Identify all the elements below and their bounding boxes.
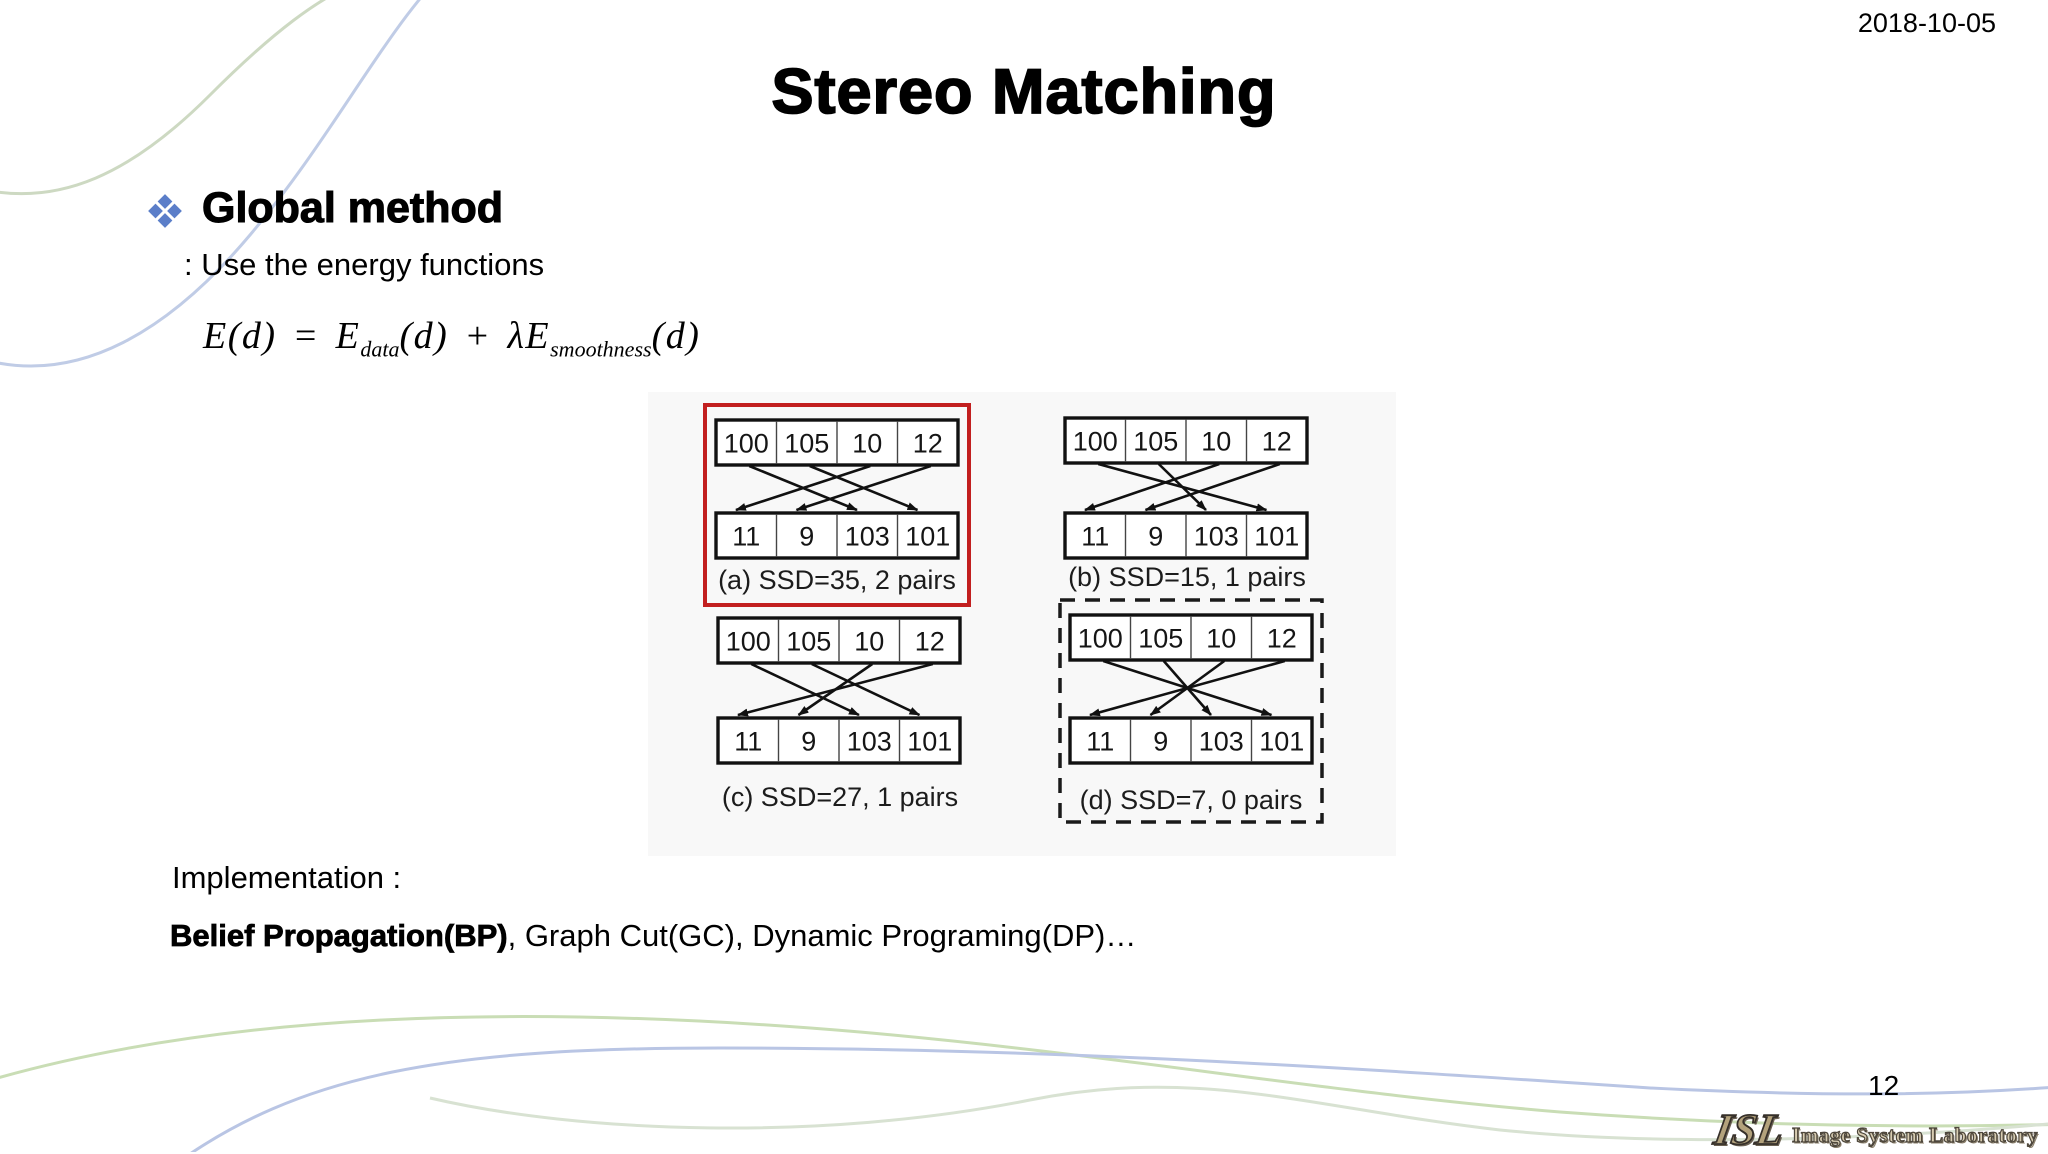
implementation-rest: , Graph Cut(GC), Dynamic Programing(DP)… — [507, 918, 1137, 953]
diagram-d-caption: (d) SSD=7, 0 pairs — [1079, 785, 1303, 815]
cell-value: 10 — [1206, 624, 1236, 654]
cell-value: 10 — [852, 429, 882, 459]
formula-subscript: data — [360, 336, 400, 362]
dashed-border — [1058, 598, 1324, 824]
match-arrow — [736, 662, 934, 717]
page-number: 12 — [1868, 1070, 1900, 1101]
cell-value: 10 — [1201, 427, 1231, 457]
wave-bottom-gray-green — [429, 1085, 2048, 1142]
diagram-a-highlighted: 100 105 10 12 11 9 103 101 (a) SSD=35, 2 pairs — [703, 403, 971, 607]
cell-value: 11 — [734, 727, 762, 757]
cell-value: 105 — [786, 627, 831, 657]
implementation-label: Implementation : — [172, 860, 402, 895]
cell-value: 100 — [1078, 624, 1123, 654]
formula-part: (d) + λE — [399, 315, 551, 357]
match-arrow — [750, 662, 860, 717]
match-arrow — [1157, 463, 1207, 511]
logo-abbr: ISL — [1709, 1104, 1788, 1154]
cell-value: 100 — [724, 429, 769, 459]
match-arrow — [735, 464, 871, 512]
wave-bottom-blue — [190, 1046, 2048, 1152]
formula-part: E(d) = E — [203, 315, 361, 357]
section-subheading: : Use the energy functions — [184, 247, 545, 282]
cell-value: 9 — [799, 522, 814, 552]
wave-top-green — [0, 0, 327, 196]
cell-value: 103 — [847, 727, 892, 757]
match-arrow — [1084, 462, 1220, 512]
diagram-b-caption: (b) SSD=15, 1 pairs — [1068, 562, 1306, 592]
global-method-line: Global method — [146, 183, 504, 233]
implementation-bold: Belief Propagation(BP) — [170, 918, 508, 954]
formula-subscript: smoothness — [550, 336, 652, 362]
match-arrow — [795, 464, 932, 512]
cell-value: 103 — [845, 522, 890, 552]
cell-value: 10 — [854, 627, 884, 657]
cell-value: 103 — [1194, 522, 1239, 552]
cell-value: 105 — [784, 429, 829, 459]
diagram-c: 100 105 10 12 11 9 103 101 (c) SSD=27, 1 pairs — [706, 601, 974, 816]
formula-part: (d) — [651, 315, 701, 357]
cell-value: 9 — [801, 727, 816, 757]
diagram-c-caption: (c) SSD=27, 1 pairs — [721, 782, 959, 812]
implementation-detail: Belief Propagation(BP), Graph Cut(GC), D… — [170, 918, 1137, 954]
match-arrow — [811, 662, 921, 717]
section-heading: Global method — [201, 183, 503, 232]
diagram-b: 100 105 10 12 11 9 103 101 (b) SSD=15, 1 pairs — [1053, 403, 1321, 607]
diagram-d-dashed: 100 105 10 12 11 9 103 101 (d) SSD=7, 0 pairs — [1058, 598, 1324, 824]
cell-value: 101 — [1259, 727, 1304, 757]
cell-value: 105 — [1133, 427, 1178, 457]
diagram-a-graphic: 100 105 10 12 11 9 103 101 — [714, 418, 960, 560]
match-arrow — [1089, 659, 1286, 717]
cell-value: 11 — [732, 522, 760, 552]
diagram-d-graphic: 100 105 10 12 11 9 103 101 — [1058, 598, 1324, 824]
match-arrow — [1144, 462, 1281, 512]
cell-value: 12 — [915, 627, 945, 657]
diagram-b-graphic: 100 105 10 12 11 9 103 101 — [1063, 416, 1309, 560]
cell-value: 12 — [1262, 427, 1292, 457]
cell-value: 101 — [1254, 522, 1299, 552]
wave-top-blue — [0, 0, 421, 368]
cell-value: 12 — [913, 429, 943, 459]
diagram-c-graphic: 100 105 10 12 11 9 103 101 — [716, 616, 962, 765]
diamond-bullet-icon — [148, 193, 182, 228]
cell-value: 11 — [1086, 727, 1114, 757]
cell-value: 11 — [1081, 522, 1109, 552]
cell-value: 100 — [1073, 427, 1118, 457]
slide-title: Stereo Matching — [771, 56, 1277, 128]
cell-value: 9 — [1148, 522, 1163, 552]
slide-date: 2018-10-05 — [1857, 8, 1996, 38]
isl-logo: ISL Image System Laboratory — [1709, 1104, 2038, 1154]
cell-value: 101 — [907, 727, 952, 757]
cell-value: 101 — [905, 522, 950, 552]
energy-formula: E(d) = Edata(d) + λEsmoothness(d) — [203, 314, 700, 363]
cell-value: 12 — [1267, 624, 1297, 654]
logo-name: Image System Laboratory — [1791, 1122, 2038, 1147]
cell-value: 100 — [726, 627, 771, 657]
diagram-a-caption: (a) SSD=35, 2 pairs — [718, 565, 956, 595]
wave-bottom-green — [0, 1015, 2048, 1128]
cell-value: 9 — [1153, 727, 1168, 757]
cell-value: 105 — [1138, 624, 1183, 654]
cell-value: 103 — [1199, 727, 1244, 757]
